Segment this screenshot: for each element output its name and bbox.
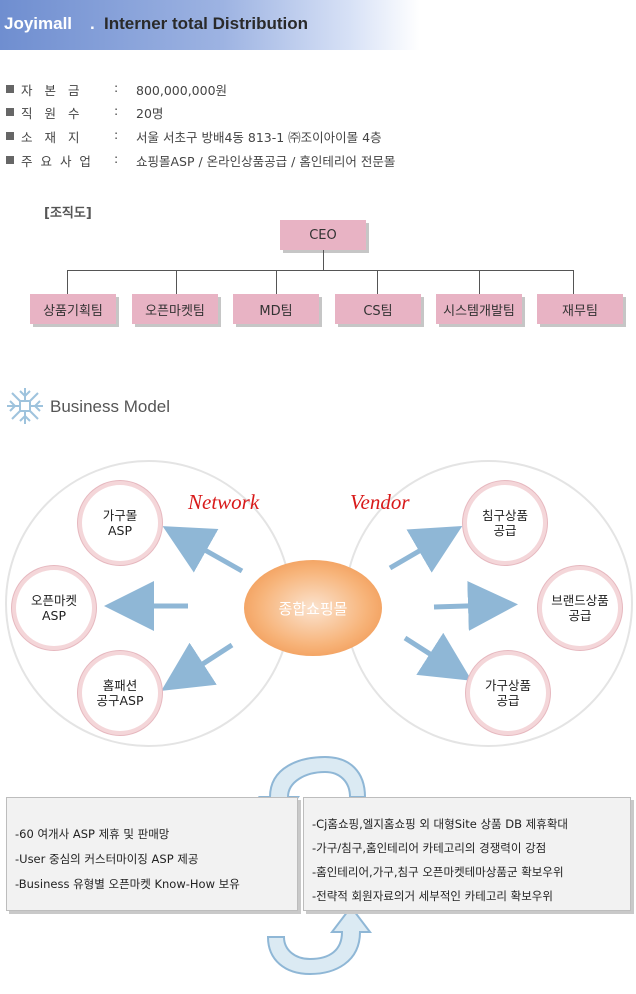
org-connector <box>176 270 177 294</box>
header-banner <box>0 0 636 50</box>
left-strength-box: -60 여개사 ASP 제휴 및 판매망 -User 중심의 커스터마이징 AS… <box>6 797 298 911</box>
flow-arrows <box>104 525 518 691</box>
org-team-box: 시스템개발팀 <box>436 294 522 324</box>
node-line: 침구상품 <box>481 508 528 523</box>
arrow-to-furniture-mall <box>162 526 244 574</box>
node-line: 가구몰 <box>102 508 138 523</box>
info-value: 쇼핑몰ASP / 온라인상품공급 / 홈인테리어 전문몰 <box>136 154 396 169</box>
square-bullet-icon <box>6 156 14 164</box>
square-bullet-icon <box>6 132 14 140</box>
strength-item: -홈인테리어,가구,침구 오픈마켓테마상품군 확보우위 <box>312 865 564 879</box>
info-label: 주 요 사 업 <box>21 154 93 169</box>
node-line: 오픈마켓 <box>30 593 77 608</box>
strength-item: -Business 유형별 오픈마켓 Know-How 보유 <box>15 877 240 891</box>
right-strength-box: -Cj홈쇼핑,엘지홈쇼핑 외 대형Site 상품 DB 제휴확대 -가구/침구,… <box>303 797 631 911</box>
info-label: 자 본 금 <box>21 83 84 98</box>
square-bullet-icon <box>6 85 14 93</box>
node-line: 브랜드상품 <box>551 593 609 608</box>
strength-item: -User 중심의 커스터마이징 ASP 제공 <box>15 852 199 866</box>
node-line: 홈패션 <box>102 678 138 693</box>
org-team-box: CS팀 <box>335 294 421 324</box>
info-label: 소 재 지 <box>21 130 84 145</box>
info-colon: : <box>114 127 119 142</box>
brand-dot: . <box>90 14 95 33</box>
info-row-business: 주 요 사 업 : 쇼핑몰ASP / 온라인상품공급 / 홈인테리어 전문몰 <box>6 151 626 169</box>
business-model-title: Business Model <box>50 397 171 416</box>
strength-item: -가구/침구,홈인테리어 카테고리의 경쟁력이 강점 <box>312 841 547 855</box>
org-team-box: 오픈마켓팀 <box>132 294 218 324</box>
node-line: 가구상품 <box>484 678 531 693</box>
strength-item: -60 여개사 ASP 제휴 및 판매망 <box>15 827 170 841</box>
node-line: 공급 <box>493 523 517 538</box>
arrow-to-brand <box>433 580 518 631</box>
org-ceo-box: CEO <box>280 220 366 250</box>
org-connector <box>377 270 378 294</box>
node-line: 공구ASP <box>96 693 144 708</box>
node-line: ASP <box>107 523 132 538</box>
info-colon: : <box>114 80 119 95</box>
org-connector <box>67 270 68 294</box>
arrow-to-furniture-goods <box>403 632 472 681</box>
org-connector <box>573 270 574 294</box>
info-colon: : <box>114 103 119 118</box>
org-connector <box>323 250 324 270</box>
info-row-employees: 직 원 수 : 20명 <box>6 103 626 121</box>
info-value: 서울 서초구 방배4동 813-1 ㈜조이아이몰 4층 <box>136 130 382 145</box>
square-bullet-icon <box>6 108 14 116</box>
info-colon: : <box>114 151 119 166</box>
node-line: 공급 <box>496 693 520 708</box>
org-connector <box>276 270 277 294</box>
brand-name: Joyimall <box>4 14 73 33</box>
org-connector <box>479 270 480 294</box>
info-row-capital: 자 본 금 : 800,000,000원 <box>6 80 626 98</box>
network-label: Network <box>188 490 260 514</box>
org-connector <box>67 270 574 271</box>
org-chart-title: [조직도] <box>44 206 92 221</box>
org-team-box: 상품기획팀 <box>30 294 116 324</box>
header-subtitle: Interner total Distribution <box>104 14 308 33</box>
strength-item: -Cj홈쇼핑,엘지홈쇼핑 외 대형Site 상품 DB 제휴확대 <box>312 817 568 831</box>
node-line: ASP <box>41 608 66 623</box>
org-team-box: 재무팀 <box>537 294 623 324</box>
arrow-to-bedding <box>388 525 463 573</box>
center-shopping-mall: 종합쇼핑몰 <box>244 560 382 656</box>
vendor-label: Vendor <box>350 490 410 514</box>
node-line: 공급 <box>568 608 592 623</box>
arrow-to-home-fashion <box>161 642 234 691</box>
info-row-address: 소 재 지 : 서울 서초구 방배4동 813-1 ㈜조이아이몰 4층 <box>6 127 626 145</box>
info-label: 직 원 수 <box>21 106 84 121</box>
info-value: 20명 <box>136 106 164 121</box>
info-value: 800,000,000원 <box>136 83 228 98</box>
snowflake-icon <box>7 388 43 424</box>
strength-item: -전략적 회원자료의거 세부적인 카테고리 확보우위 <box>312 889 553 903</box>
org-team-box: MD팀 <box>233 294 319 324</box>
